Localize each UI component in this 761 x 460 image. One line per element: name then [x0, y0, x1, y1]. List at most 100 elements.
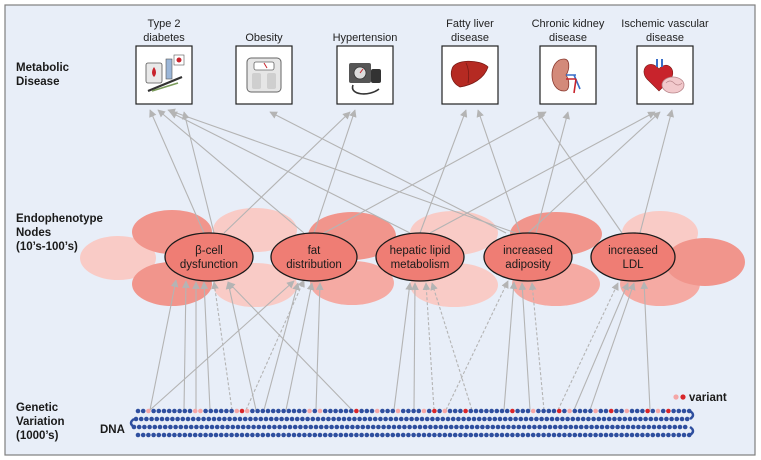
node-label-line: dysfunction	[180, 259, 238, 271]
dna-bead	[318, 424, 324, 430]
dna-bead	[513, 416, 518, 422]
dna-bead	[298, 424, 303, 430]
text-layer: MetabolicDiseaseEndophenotypeNodes(10’s-…	[16, 18, 727, 442]
dna-bead	[586, 416, 591, 422]
dna-bead	[284, 416, 290, 422]
dna-bead	[669, 416, 674, 422]
dna-bead	[577, 432, 583, 438]
dna-bead	[461, 416, 466, 422]
variant-to-node-arrow	[430, 282, 473, 411]
dna-bead	[660, 408, 666, 414]
dna-bead	[263, 416, 269, 422]
dna-bead	[447, 408, 453, 414]
dna-bead	[348, 432, 354, 438]
dna-bead	[525, 408, 531, 414]
node-to-disease-arrow	[313, 109, 357, 234]
dna-bead	[344, 424, 350, 430]
arrow-layer	[149, 108, 674, 411]
node-to-disease-arrow	[323, 111, 547, 234]
dna-bead	[331, 416, 336, 422]
scale-icon	[235, 45, 293, 105]
dna-bead	[615, 424, 620, 430]
dna-bead	[166, 432, 172, 438]
dna-bead	[198, 408, 203, 414]
dna-bead	[222, 416, 227, 422]
dna-bead	[499, 408, 505, 414]
dna-bead	[614, 432, 619, 438]
dna-bead	[515, 408, 520, 414]
dna-bead	[520, 408, 526, 414]
dna-bead	[518, 416, 524, 422]
dna-bead	[206, 416, 212, 422]
dna-bead	[437, 432, 442, 438]
endophenotype-label-line-3: (10’s-100’s)	[16, 241, 78, 253]
dna-bead	[627, 416, 633, 422]
dna-bead	[355, 424, 360, 430]
dna-bead	[454, 424, 459, 430]
disease-icons	[135, 45, 694, 105]
dna-bead	[539, 416, 544, 422]
dna-bead	[156, 432, 162, 438]
dna-bead	[650, 432, 656, 438]
dna-bead	[183, 424, 189, 430]
endophenotype-nodes: β-celldysfunctionfatdistributionhepatic …	[164, 232, 676, 282]
dna-bead	[237, 416, 243, 422]
dna-bead	[383, 416, 388, 422]
blood-pressure-monitor-icon	[336, 45, 394, 105]
dna-bead	[286, 432, 292, 438]
dna-bead	[520, 432, 526, 438]
dna-bead	[214, 424, 220, 430]
dna-bead	[466, 416, 472, 422]
node-to-disease-arrow	[527, 111, 661, 234]
dna-bead	[407, 424, 412, 430]
dna-bead	[584, 424, 589, 430]
dna-bead	[438, 424, 444, 430]
dna-bead	[674, 416, 680, 422]
dna-bead	[474, 424, 480, 430]
dna-bead	[619, 432, 624, 438]
dna-bead	[182, 408, 188, 414]
dna-bead	[326, 416, 331, 422]
node-label-line: adiposity	[505, 259, 551, 271]
dna-bead	[591, 416, 596, 422]
dna-bead	[213, 408, 219, 414]
dna-bead	[506, 424, 511, 430]
dna-bead	[433, 424, 438, 430]
dna-bead	[310, 416, 316, 422]
variant-to-node-arrow	[589, 282, 636, 411]
dna-bead	[596, 416, 602, 422]
dna-bead	[220, 424, 225, 430]
dna-bead	[281, 408, 286, 414]
dna-bead	[369, 408, 375, 414]
endophenotype-node	[270, 232, 358, 282]
dna-bead	[575, 416, 581, 422]
endophenotype-node	[483, 232, 573, 282]
dna-bead	[437, 408, 442, 414]
dna-bead	[549, 416, 555, 422]
dna-bead	[404, 416, 409, 422]
dna-bead	[198, 432, 203, 438]
variant-to-node-arrow	[263, 282, 300, 411]
dna-bead	[667, 424, 672, 430]
dna-bead	[161, 408, 167, 414]
dna-bead	[192, 432, 198, 438]
dna-bead	[428, 424, 433, 430]
dna-bead	[380, 408, 385, 414]
dna-bead	[270, 408, 276, 414]
dna-bead	[234, 432, 240, 438]
dna-bead	[381, 424, 386, 430]
dna-strand	[129, 408, 695, 438]
dna-bead	[333, 408, 338, 414]
variant-to-node-arrow	[503, 281, 518, 411]
dna-bead	[203, 432, 208, 438]
variant-to-node-arrow	[518, 282, 531, 411]
dna-bead	[412, 424, 418, 430]
dna-bead	[582, 408, 588, 414]
dna-bead	[499, 432, 505, 438]
dna-bead	[338, 408, 344, 414]
disease-label-line: disease	[549, 32, 587, 44]
variant-to-node-arrow	[393, 282, 413, 411]
dna-bead	[135, 408, 141, 414]
dna-bead	[244, 432, 250, 438]
node-to-disease-arrow	[269, 111, 507, 234]
